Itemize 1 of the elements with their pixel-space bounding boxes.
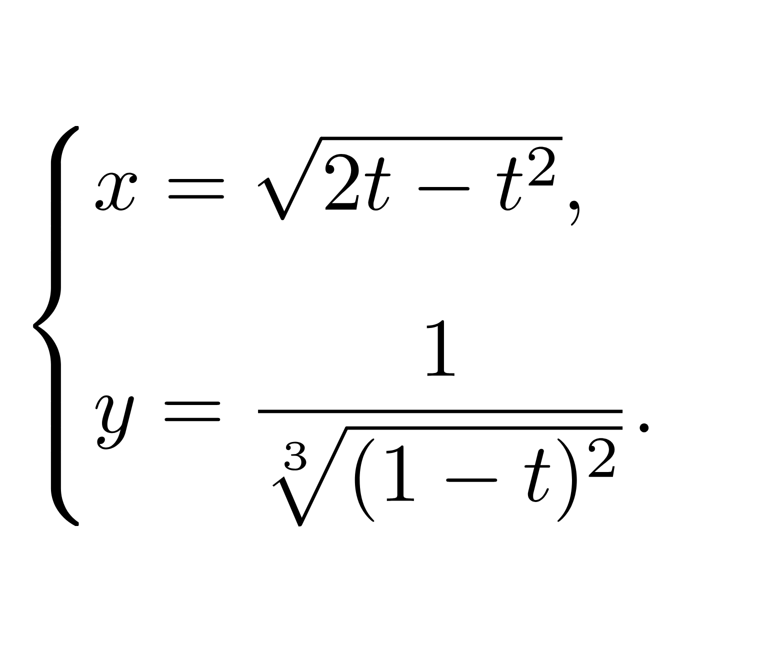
formula: $\begin{cases} x=\sqrt{2t-t^{2}}, \\[2ex] y=\dfrac{1}{\sqrt[3]{(1-t)^{2}}}. \end{cases}$: [33, 126, 649, 526]
